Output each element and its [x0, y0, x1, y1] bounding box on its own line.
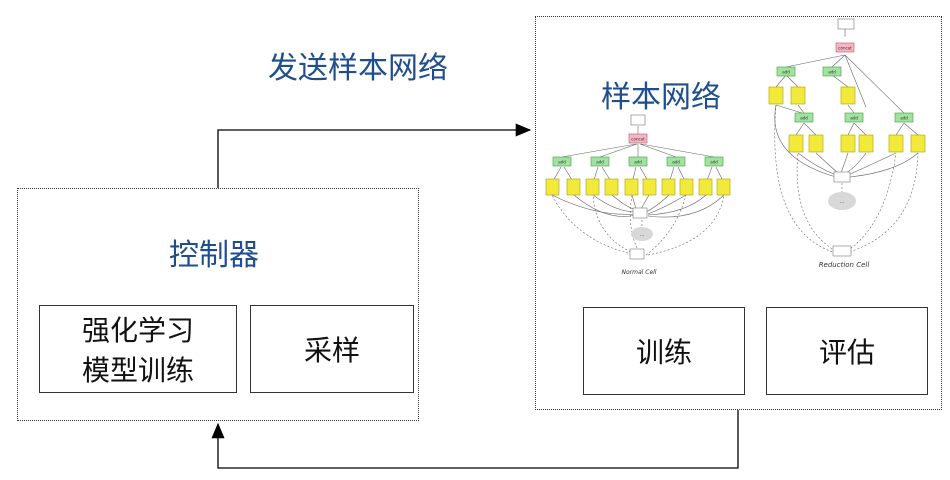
rl-training-label: 强化学习 模型训练: [81, 314, 194, 387]
sampling-label: 采样: [303, 334, 360, 367]
svg-text:add: add: [900, 116, 908, 121]
svg-text:...: ...: [640, 232, 645, 238]
train-box: 训练: [583, 307, 745, 395]
controller-title: 控制器: [169, 238, 259, 273]
evaluate-box: 评估: [766, 307, 928, 395]
normal-cell-caption: Normal Cell: [622, 269, 657, 276]
sampling-box: 采样: [250, 305, 414, 393]
svg-text:...: ...: [840, 199, 845, 205]
sample-network-title: 样本网络: [601, 80, 721, 115]
feedback-arrow: [211, 410, 739, 469]
svg-text:add: add: [828, 70, 836, 75]
svg-text:add: add: [850, 116, 858, 121]
arrow-label: 发送样本网络: [268, 51, 448, 86]
sample-network-box: 样本网络: [535, 16, 942, 410]
svg-text:add: add: [634, 160, 642, 165]
evaluate-label: 评估: [818, 336, 875, 369]
controller-box: 控制器 强化学习 模型训练 采样: [17, 188, 419, 421]
normal-concat-label: concat: [631, 137, 645, 142]
normal-cell: [551, 126, 725, 256]
rl-training-box: 强化学习 模型训练: [39, 305, 237, 393]
reduction-cell: [774, 29, 919, 254]
send-arrow: [217, 123, 532, 188]
svg-text:add: add: [782, 70, 790, 75]
cell-diagrams: concat add add add add add: [545, 18, 926, 276]
train-label: 训练: [635, 336, 692, 369]
svg-text:add: add: [710, 160, 718, 165]
reduction-concat-label: concat: [838, 46, 852, 51]
svg-text:add: add: [672, 160, 680, 165]
reduction-cell-nodes: concat add add add add add: [768, 18, 926, 269]
reduction-cell-caption: Reduction Cell: [819, 261, 870, 269]
svg-text:add: add: [800, 116, 808, 121]
svg-text:add: add: [558, 160, 566, 165]
normal-cell-nodes: concat add add add add add: [545, 114, 731, 276]
svg-text:add: add: [596, 160, 604, 165]
